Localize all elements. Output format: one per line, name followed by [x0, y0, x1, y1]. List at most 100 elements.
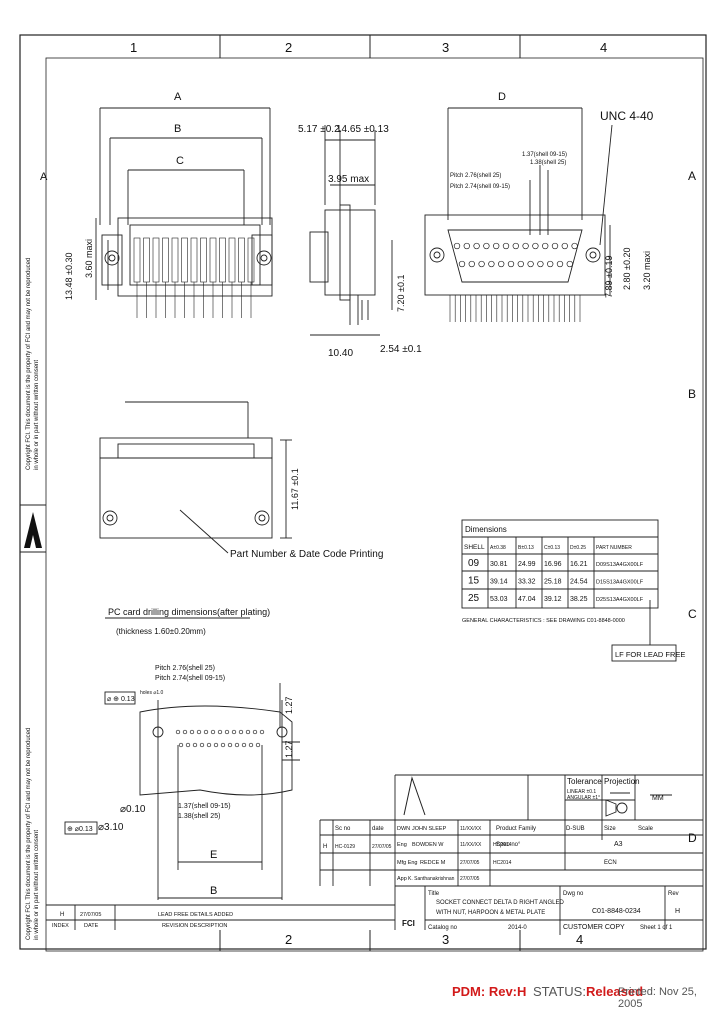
- dim-table-cell: 38.25: [570, 596, 588, 603]
- contact-hole: [453, 242, 461, 250]
- dim-table-header: C±0.13: [544, 545, 560, 551]
- dim-table-cell: 16.21: [570, 561, 588, 568]
- dim-table-header: B±0.13: [518, 545, 534, 551]
- contact-hole: [483, 242, 490, 250]
- printed-date: Printed: Nov 25, 2005: [618, 986, 697, 1010]
- dim-table-cell: 09: [468, 558, 480, 569]
- contact-hole: [498, 260, 505, 268]
- right-pitch-3: 1.37(shell 09-15): [522, 152, 567, 158]
- front-pin: [190, 237, 198, 283]
- rev-label: Rev: [668, 891, 679, 897]
- pcb-p1: 1.37(shell 09-15): [178, 803, 231, 810]
- contact-hole: [566, 260, 573, 268]
- rev-row-desc: LEAD FREE DETAILS ADDED: [158, 912, 233, 918]
- dim-table-header: D±0.25: [570, 545, 586, 551]
- front-pin: [238, 237, 245, 283]
- front-height-dim: 13.48 ±0.30: [64, 253, 74, 300]
- zone-row-d: D: [688, 831, 697, 845]
- pcb-hole: [213, 742, 219, 748]
- pcb-hole: [241, 742, 247, 748]
- pcb-d1: 1.27: [284, 696, 294, 714]
- contact-hole: [561, 242, 568, 250]
- contact-hole: [527, 260, 534, 268]
- dim-table-note: GENERAL CHARACTERISTICS : SEE DRAWING C0…: [462, 618, 625, 624]
- pcb-hole: [252, 729, 258, 735]
- right-pitch-4: 1.38(shell 25): [530, 160, 566, 166]
- top-dim: 11.67 ±0.1: [290, 468, 300, 510]
- eng-date: 11/XX/XX: [460, 842, 482, 848]
- ecn-short: HC2014: [493, 842, 512, 848]
- eng-label: Eng: [397, 842, 407, 848]
- zone-col-2-bottom: 2: [285, 932, 292, 947]
- title-label: Title: [428, 891, 440, 897]
- dim-table-cell: 25: [468, 593, 480, 604]
- app-name: K. Santhanakrishnan: [408, 876, 455, 882]
- pcb-hole: [175, 729, 181, 735]
- pcb-hole: [259, 729, 265, 735]
- lf-label: LF FOR LEAD FREE: [615, 650, 685, 659]
- pcb-hole: [248, 742, 254, 748]
- title-block: [46, 774, 703, 935]
- dim-table-cell: 24.99: [518, 561, 536, 568]
- pcb-hole: [182, 729, 188, 735]
- customer-copy: CUSTOMER COPY: [563, 924, 625, 931]
- front-view: [95, 107, 273, 318]
- zone-col-3-bottom: 3: [442, 932, 449, 947]
- status-footer: PDM: Rev:H STATUS:Released Printed: Nov …: [0, 976, 720, 1012]
- ecn-label: ECN: [604, 860, 617, 866]
- front-pin: [228, 237, 236, 283]
- dim-table-cell: 33.32: [518, 579, 536, 586]
- contact-hole: [522, 242, 529, 250]
- zone-row-a-left: A: [40, 171, 48, 183]
- sc-header: Sc no: [335, 826, 351, 832]
- dwg-number: C01-8848-0234: [592, 908, 641, 915]
- dim-table-cell: 39.14: [490, 579, 508, 586]
- side-dim-2: 14.65 ±0.13: [336, 124, 389, 135]
- pcb-hole: [255, 742, 261, 748]
- pcb-hole: [210, 729, 216, 735]
- contact-hole: [493, 242, 500, 250]
- pcb-hole: [199, 742, 205, 748]
- dim-d-label: D: [498, 91, 506, 103]
- size-label: Size: [604, 826, 616, 832]
- unit-label: MM: [652, 795, 664, 802]
- pcb-p2: 1.38(shell 25): [178, 813, 220, 820]
- front-pin: [247, 237, 255, 283]
- mfg-date: 27/07/05: [460, 860, 480, 866]
- pcb-title: PC card drilling dimensions(after platin…: [108, 607, 270, 617]
- side-dim-4: 10.40: [328, 348, 353, 359]
- pcb-dim-b: B: [210, 885, 217, 897]
- dim-table-header: A±0.38: [490, 545, 506, 551]
- zone-col-1: 1: [130, 40, 137, 55]
- dim-table-cell: 16.96: [544, 561, 562, 568]
- front-pin: [133, 237, 141, 283]
- contact-hole: [468, 260, 475, 268]
- dim-table-cell: 39.12: [544, 596, 562, 603]
- right-dim-1: 7.89 ±0.19: [604, 256, 614, 298]
- pcb-d2: 1.27: [284, 740, 294, 758]
- front-pin: [200, 237, 207, 283]
- contact-hole: [463, 242, 470, 250]
- pcb-hole: [220, 742, 226, 748]
- date-header: date: [372, 826, 384, 832]
- dim-table-cell: D25S13A4GX00LF: [596, 597, 644, 603]
- rev-header-desc: REVISION DESCRIPTION: [162, 923, 227, 929]
- pcb-hole: [227, 742, 233, 748]
- pcb-hole: [203, 729, 209, 735]
- pcb-hole: [245, 729, 251, 735]
- contact-hole: [507, 260, 515, 268]
- front-pin: [209, 237, 217, 283]
- contact-hole: [512, 242, 519, 250]
- copyright-text-1: Copyright FCI. This document is the prop…: [26, 258, 32, 470]
- pcb-hole: [238, 729, 244, 735]
- dim-table-cell: 24.54: [570, 579, 588, 586]
- pcb-hole: [196, 729, 202, 735]
- pcb-dim-e: E: [210, 849, 217, 861]
- right-dim-3: 3.20 maxi: [642, 251, 652, 290]
- contact-hole: [532, 242, 539, 250]
- status-label: STATUS:: [533, 984, 586, 999]
- pcb-holes-label: holes ⌀1.0: [140, 690, 164, 696]
- outer-frame: [19, 34, 707, 950]
- front-height-maxi: 3.60 maxi: [84, 239, 94, 278]
- copyright-text-2: in whole or in part without written cons…: [34, 360, 40, 470]
